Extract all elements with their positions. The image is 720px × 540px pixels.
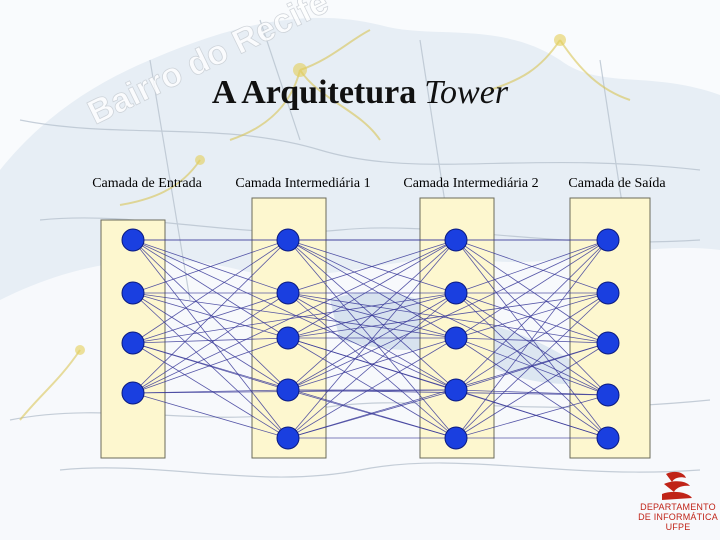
connection-edge xyxy=(132,239,457,394)
neuron-node-l3-5 xyxy=(444,426,468,450)
connection-edge xyxy=(455,239,609,339)
dei-logo-icon xyxy=(662,471,692,500)
neuron-node-l4-1 xyxy=(596,228,620,252)
connection-edge xyxy=(455,337,609,344)
connection-edge xyxy=(132,292,457,339)
layer-label-hidden-2: Camada Intermediária 2 xyxy=(403,176,539,191)
logo-line-1: DEPARTAMENTO xyxy=(640,502,716,512)
connection-edge xyxy=(287,239,457,439)
connection-edge xyxy=(132,239,289,391)
connection-edge xyxy=(132,292,289,344)
connection-edge xyxy=(287,292,609,344)
connection-edge xyxy=(132,239,457,391)
neuron-node-l1-4 xyxy=(121,381,145,405)
connection-edge xyxy=(132,292,457,344)
connection-edge xyxy=(132,239,289,294)
connection-edge xyxy=(132,239,289,394)
neuron-node-l2-5 xyxy=(276,426,300,450)
neuron-node-l4-3 xyxy=(596,331,620,355)
dei-logo: DEPARTAMENTO DE INFORMÁTICA UFPE xyxy=(636,470,720,540)
connection-edge xyxy=(287,239,457,294)
connection-edge xyxy=(455,239,609,294)
connection-edge xyxy=(287,337,457,439)
connection-edge xyxy=(455,337,609,439)
logo-line-2: DE INFORMÁTICA xyxy=(638,512,718,522)
connection-edge xyxy=(287,239,609,396)
connection-edge xyxy=(455,389,609,396)
neuron-node-l2-1 xyxy=(276,228,300,252)
logo-line-3: UFPE xyxy=(665,522,691,532)
neuron-node-l3-2 xyxy=(444,281,468,305)
connection-edge xyxy=(287,239,457,339)
neuron-node-l2-2 xyxy=(276,281,300,305)
connection-edge xyxy=(455,292,609,396)
connection-edge xyxy=(132,292,289,391)
neuron-node-l3-1 xyxy=(444,228,468,252)
connection-edge xyxy=(132,239,289,344)
connection-edge xyxy=(287,292,457,439)
connection-edge xyxy=(455,239,609,439)
connection-edge xyxy=(455,394,609,439)
connection-edge xyxy=(132,392,289,439)
connection-edge xyxy=(132,337,289,344)
connection-edge xyxy=(455,342,609,439)
connection-edge xyxy=(287,239,457,391)
connection-edge xyxy=(287,292,457,391)
connection-edge xyxy=(455,239,609,391)
connection-edge xyxy=(455,292,609,344)
neuron-node-l2-4 xyxy=(276,378,300,402)
connection-edge xyxy=(132,292,289,339)
connection-edge xyxy=(132,342,289,439)
neuron-node-l1-1 xyxy=(121,228,145,252)
connection-edge xyxy=(455,239,609,344)
connection-edge xyxy=(455,292,609,391)
connection-edge xyxy=(287,292,609,339)
neuron-node-l4-5 xyxy=(596,426,620,450)
layer-label-output: Camada de Saída xyxy=(568,176,666,191)
neuron-node-l4-2 xyxy=(596,281,620,305)
neuron-node-l3-3 xyxy=(444,326,468,350)
title-emphasis: Tower xyxy=(424,74,509,111)
title-main: A Arquitetura xyxy=(211,74,417,111)
neuron-node-l2-3 xyxy=(276,326,300,350)
layer-label-input: Camada de Entrada xyxy=(92,176,202,191)
connection-edge xyxy=(287,239,609,391)
neuron-node-l1-3 xyxy=(121,331,145,355)
connection-edge xyxy=(455,239,609,396)
neuron-node-l4-4 xyxy=(596,383,620,407)
layer-label-hidden-1: Camada Intermediária 1 xyxy=(235,176,371,191)
neuron-node-l3-4 xyxy=(444,378,468,402)
connection-edge xyxy=(132,239,289,439)
connection-edge xyxy=(132,239,289,339)
neuron-node-l1-2 xyxy=(121,281,145,305)
connection-edge xyxy=(132,292,289,394)
